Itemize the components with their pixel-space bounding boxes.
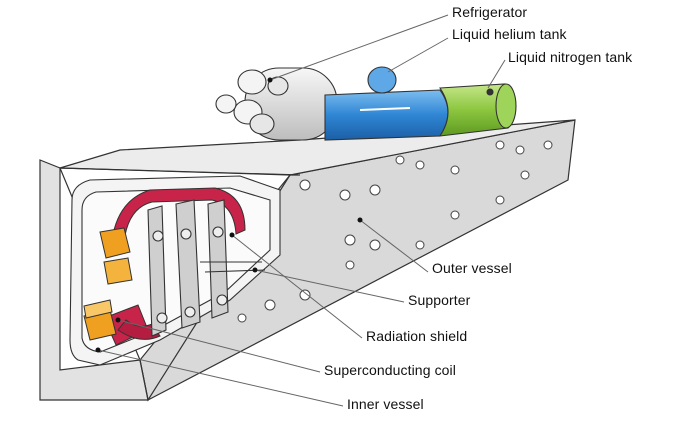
label-liquid-nitrogen-tank: Liquid nitrogen tank <box>508 49 633 65</box>
label-outer-vessel: Outer vessel <box>432 260 512 276</box>
leader-dots <box>95 77 363 353</box>
label-supporter: Supporter <box>408 292 471 308</box>
vessel-bolts <box>237 140 553 323</box>
refrigerator <box>215 67 338 141</box>
label-radiation-shield: Radiation shield <box>366 328 468 344</box>
supporter <box>147 199 266 337</box>
label-superconducting-coil: Superconducting coil <box>324 362 456 378</box>
liquid-nitrogen-tank <box>438 83 517 137</box>
leader-lines <box>97 14 506 407</box>
label-refrigerator: Refrigerator <box>452 4 528 20</box>
superconducting-coil <box>83 227 133 341</box>
label-inner-vessel: Inner vessel <box>347 396 424 412</box>
liquid-helium-tank <box>324 66 449 141</box>
label-liquid-helium-tank: Liquid helium tank <box>452 26 567 42</box>
